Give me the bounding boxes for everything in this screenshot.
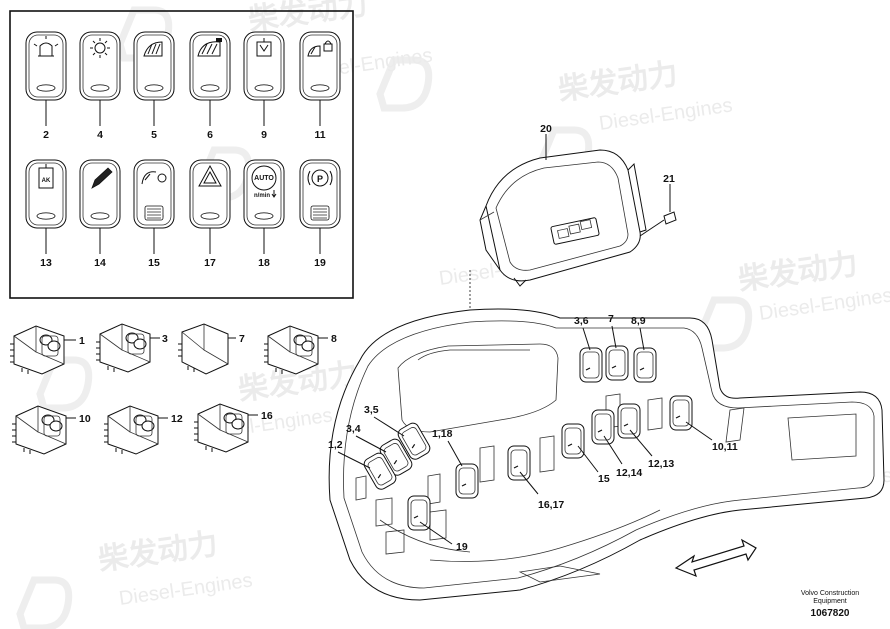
- row1-labels: 2 4 5 6 9 11: [43, 100, 326, 141]
- rocker-switch-15: [133, 159, 175, 229]
- switch-label-9: 9: [261, 129, 267, 141]
- callout-7: 7: [608, 313, 614, 325]
- callout-21: 21: [663, 173, 675, 185]
- locked-light-icon: [307, 40, 333, 57]
- loose-label-16: 16: [261, 410, 273, 422]
- rocker-switch-13: AK: [25, 159, 67, 229]
- direction-arrow: [674, 538, 757, 578]
- pen-icon: [91, 167, 113, 189]
- rocker-switch-11: [299, 31, 341, 101]
- loose-switch-10: 10: [11, 405, 91, 455]
- switch-panel: 2 4 5 6 9 11 AK: [9, 10, 354, 299]
- callout-19: 19: [456, 541, 468, 553]
- switch-label-14: 14: [94, 257, 106, 269]
- work-light-icon: [90, 38, 110, 58]
- row2-labels: 13 14 15 17 18 19: [40, 228, 326, 269]
- loose-switch-16: 16: [193, 403, 273, 453]
- switch-label-11: 11: [314, 129, 325, 141]
- footer-number: 1067820: [811, 608, 850, 619]
- footer-line1: Volvo Construction: [801, 590, 859, 597]
- callout-1-18: 1,18: [432, 428, 453, 440]
- headlight-icon: [143, 41, 163, 57]
- float-mode-icon: [141, 171, 167, 185]
- callout-8-9: 8,9: [631, 315, 646, 327]
- callout-12-14: 12,14: [616, 467, 642, 479]
- rocker-switch-2: [25, 31, 67, 101]
- loose-label-1: 1: [79, 335, 85, 347]
- rocker-switch-19: P: [299, 159, 341, 229]
- switch-label-2: 2: [43, 129, 49, 141]
- loose-switch-1: 1: [9, 325, 85, 375]
- screw-21: 21: [639, 173, 677, 237]
- callout-15: 15: [598, 473, 610, 485]
- callout-20: 20: [540, 123, 552, 135]
- switch-label-18: 18: [258, 257, 270, 269]
- ak-switch-icon: AK: [38, 164, 54, 189]
- switch-label-13: 13: [40, 257, 52, 269]
- dashboard-console: [328, 308, 885, 601]
- callout-3-5: 3,5: [364, 404, 379, 416]
- watermark-en: Diesel-Engines: [598, 94, 734, 135]
- loose-label-10: 10: [79, 413, 91, 425]
- loose-switch-12: 12: [103, 405, 183, 455]
- rocker-switch-6: [189, 31, 231, 101]
- hazard-icon: [198, 164, 222, 187]
- loose-switch-3: 3: [95, 323, 168, 373]
- callout-10-11: 10,11: [712, 441, 738, 453]
- watermark-cn: 柴发动力: [96, 527, 220, 578]
- callout-16-17: 16,17: [538, 499, 564, 511]
- rocker-switch-9: [243, 31, 285, 101]
- rocker-switch-14: [79, 159, 121, 229]
- switch-label-19: 19: [314, 257, 326, 269]
- callout-3-6: 3,6: [574, 315, 589, 327]
- watermark-cn: 柴发动力: [736, 247, 860, 298]
- rear-work-light-icon: [197, 38, 222, 57]
- rocker-switch-17: [189, 159, 231, 229]
- loose-label-12: 12: [171, 413, 183, 425]
- switch-label-6: 6: [207, 129, 213, 141]
- watermark-cn: 柴发动力: [556, 57, 680, 108]
- loose-label-8: 8: [331, 333, 337, 345]
- footer-line2: Equipment: [813, 598, 847, 605]
- console-callouts: 3,6 7 8,9 3,5 3,4 1,2 1,18 15 12,14 12,1…: [328, 313, 738, 553]
- rocker-switch-18: AUTO n/min: [243, 159, 285, 229]
- loose-label-7: 7: [239, 333, 245, 345]
- callout-12-13: 12,13: [648, 458, 674, 470]
- watermark-en: Diesel-Engines: [118, 569, 254, 610]
- switch-label-4: 4: [97, 129, 103, 141]
- rocker-switch-5: [133, 31, 175, 101]
- loose-label-3: 3: [162, 333, 168, 345]
- switch-label-17: 17: [204, 257, 216, 269]
- loose-switch-7: 7: [178, 323, 245, 375]
- parking-p-text: P: [317, 174, 323, 184]
- switch-label-15: 15: [148, 257, 160, 269]
- cab-light-icon: [256, 38, 272, 57]
- display-unit: 20: [479, 123, 647, 287]
- beacon-light-icon: [33, 36, 59, 57]
- auto-text: AUTO: [254, 175, 274, 182]
- footer: Volvo Construction Equipment 1067820: [801, 590, 859, 619]
- callout-1-2: 1,2: [328, 439, 343, 451]
- rpm-text: n/min: [254, 193, 270, 199]
- rocker-switch-4: [79, 31, 121, 101]
- ak-text: AK: [42, 178, 51, 184]
- switch-label-5: 5: [151, 129, 157, 141]
- auto-idle-icon: AUTO n/min: [251, 165, 277, 199]
- loose-switch-8: 8: [263, 325, 337, 375]
- parking-brake-icon: P: [307, 169, 333, 187]
- callout-3-4: 3,4: [346, 423, 361, 435]
